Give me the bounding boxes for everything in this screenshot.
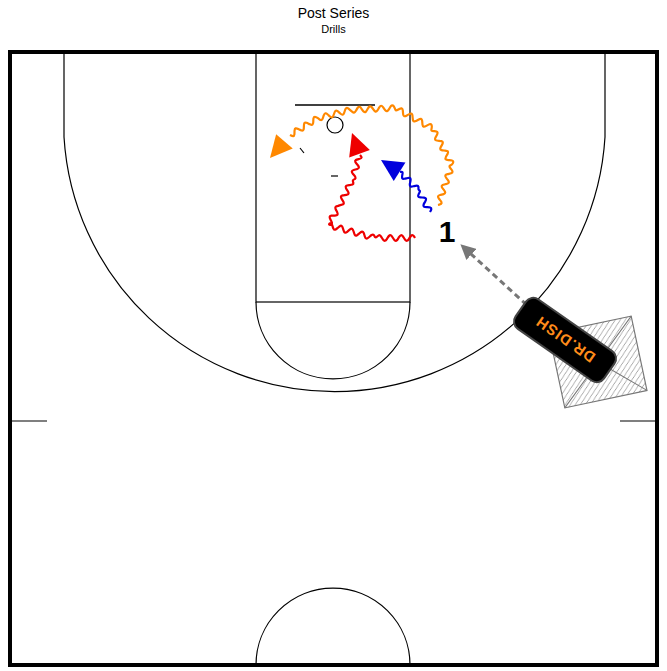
three-point-line xyxy=(64,52,605,392)
backboard xyxy=(295,104,375,106)
player-number: 1 xyxy=(437,215,458,249)
court-border xyxy=(10,52,657,665)
center-circle xyxy=(256,588,410,665)
tick-mark xyxy=(10,420,47,421)
dribble-path xyxy=(329,155,415,241)
rim xyxy=(327,117,343,133)
dribble-path xyxy=(400,172,431,212)
tick-mark xyxy=(620,420,657,421)
arrow-head xyxy=(270,134,293,158)
dribble-paths xyxy=(270,105,453,241)
subtitle: Drills xyxy=(0,23,667,35)
arrow-head xyxy=(381,160,405,181)
diagram-title: Post Series xyxy=(0,5,667,21)
dribble-path xyxy=(290,105,453,205)
arrow-head xyxy=(349,133,370,157)
node-text: 1 xyxy=(439,215,456,249)
free-throw-circle xyxy=(256,302,410,379)
lane xyxy=(256,52,410,302)
node-text: DR.DISH xyxy=(532,313,598,366)
block-mark xyxy=(300,148,304,153)
block-mark xyxy=(331,175,338,176)
pass-arrow xyxy=(462,245,527,305)
